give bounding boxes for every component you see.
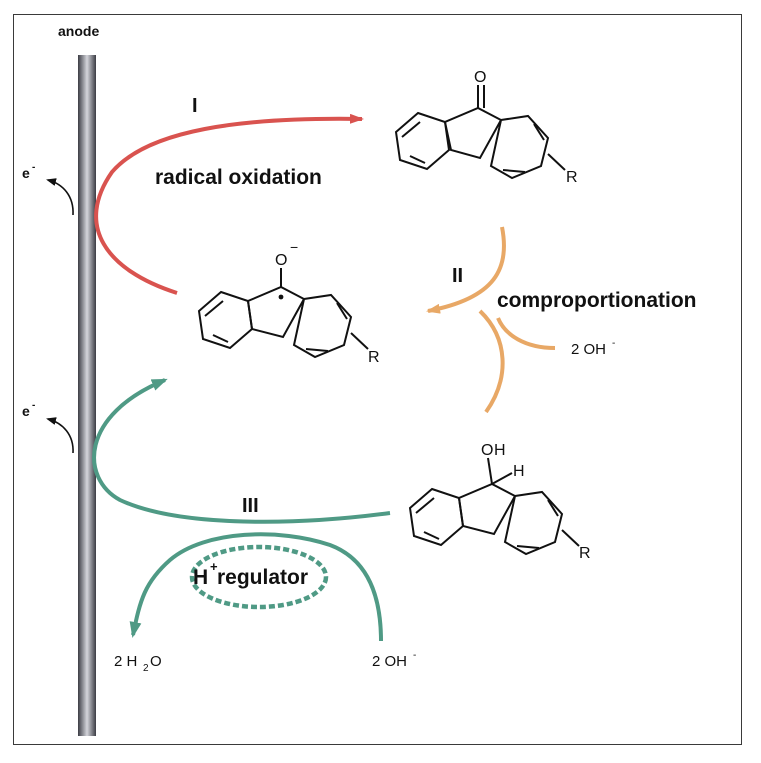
fluorenol-oxygen: O [481, 442, 493, 459]
fluorenol-r-group: R [579, 545, 591, 562]
svg-text:2: 2 [143, 663, 149, 674]
anode-label: anode [58, 23, 99, 39]
fluorenol-molecule [408, 457, 580, 556]
step-II-label: comproportionation [497, 289, 696, 312]
hydroxide-ii: 2 OH - [571, 338, 615, 358]
svg-text:-: - [612, 338, 615, 349]
step-I-label: radical oxidation [155, 166, 322, 189]
electron-transfer-bottom: e - [22, 400, 74, 454]
electron-transfer-top: e - [22, 162, 74, 216]
fluorenone-molecule [394, 85, 566, 180]
hydroxide-iii: 2 OH - [372, 650, 416, 670]
radical-anion-charge: − [290, 239, 298, 255]
step-I-numeral: I [192, 95, 198, 117]
radical-dot [278, 294, 284, 300]
step-II-lower-branch [478, 309, 505, 414]
h-plus-regulator-label: H + regulator [193, 559, 308, 589]
radical-anion-oxygen: O [275, 252, 287, 269]
h-plus-regulator-ring [189, 544, 329, 610]
water-product: 2 H 2 O [114, 653, 162, 674]
step-II-numeral: II [452, 265, 463, 287]
svg-text:O: O [150, 653, 162, 670]
svg-text:2 OH: 2 OH [372, 653, 407, 670]
step-II-arrow [426, 226, 507, 314]
svg-text:2 H: 2 H [114, 653, 137, 670]
step-III-regulator-arc [129, 532, 383, 642]
svg-text:-: - [413, 650, 416, 661]
svg-text:e: e [22, 403, 30, 419]
step-II-hydroxide-branch [496, 317, 556, 350]
step-III-arrow [92, 378, 391, 524]
svg-text:regulator: regulator [217, 566, 308, 589]
fluorenol-c-h: H [513, 463, 525, 480]
svg-text:+: + [210, 559, 218, 574]
fluorenol-hydroxyl-h: H [494, 442, 506, 459]
svg-text:-: - [32, 400, 35, 411]
fluorenone-oxygen: O [474, 69, 486, 86]
radical-anion-molecule [197, 268, 369, 359]
radical-anion-r-group: R [368, 349, 380, 366]
svg-text:-: - [32, 162, 35, 173]
fluorenone-r-group: R [566, 169, 578, 186]
svg-text:2 OH: 2 OH [571, 341, 606, 358]
svg-text:e: e [22, 165, 30, 181]
anode-electrode [78, 55, 96, 736]
svg-text:H: H [193, 566, 208, 589]
step-III-numeral: III [242, 495, 259, 517]
step-I-arrow [94, 113, 364, 295]
